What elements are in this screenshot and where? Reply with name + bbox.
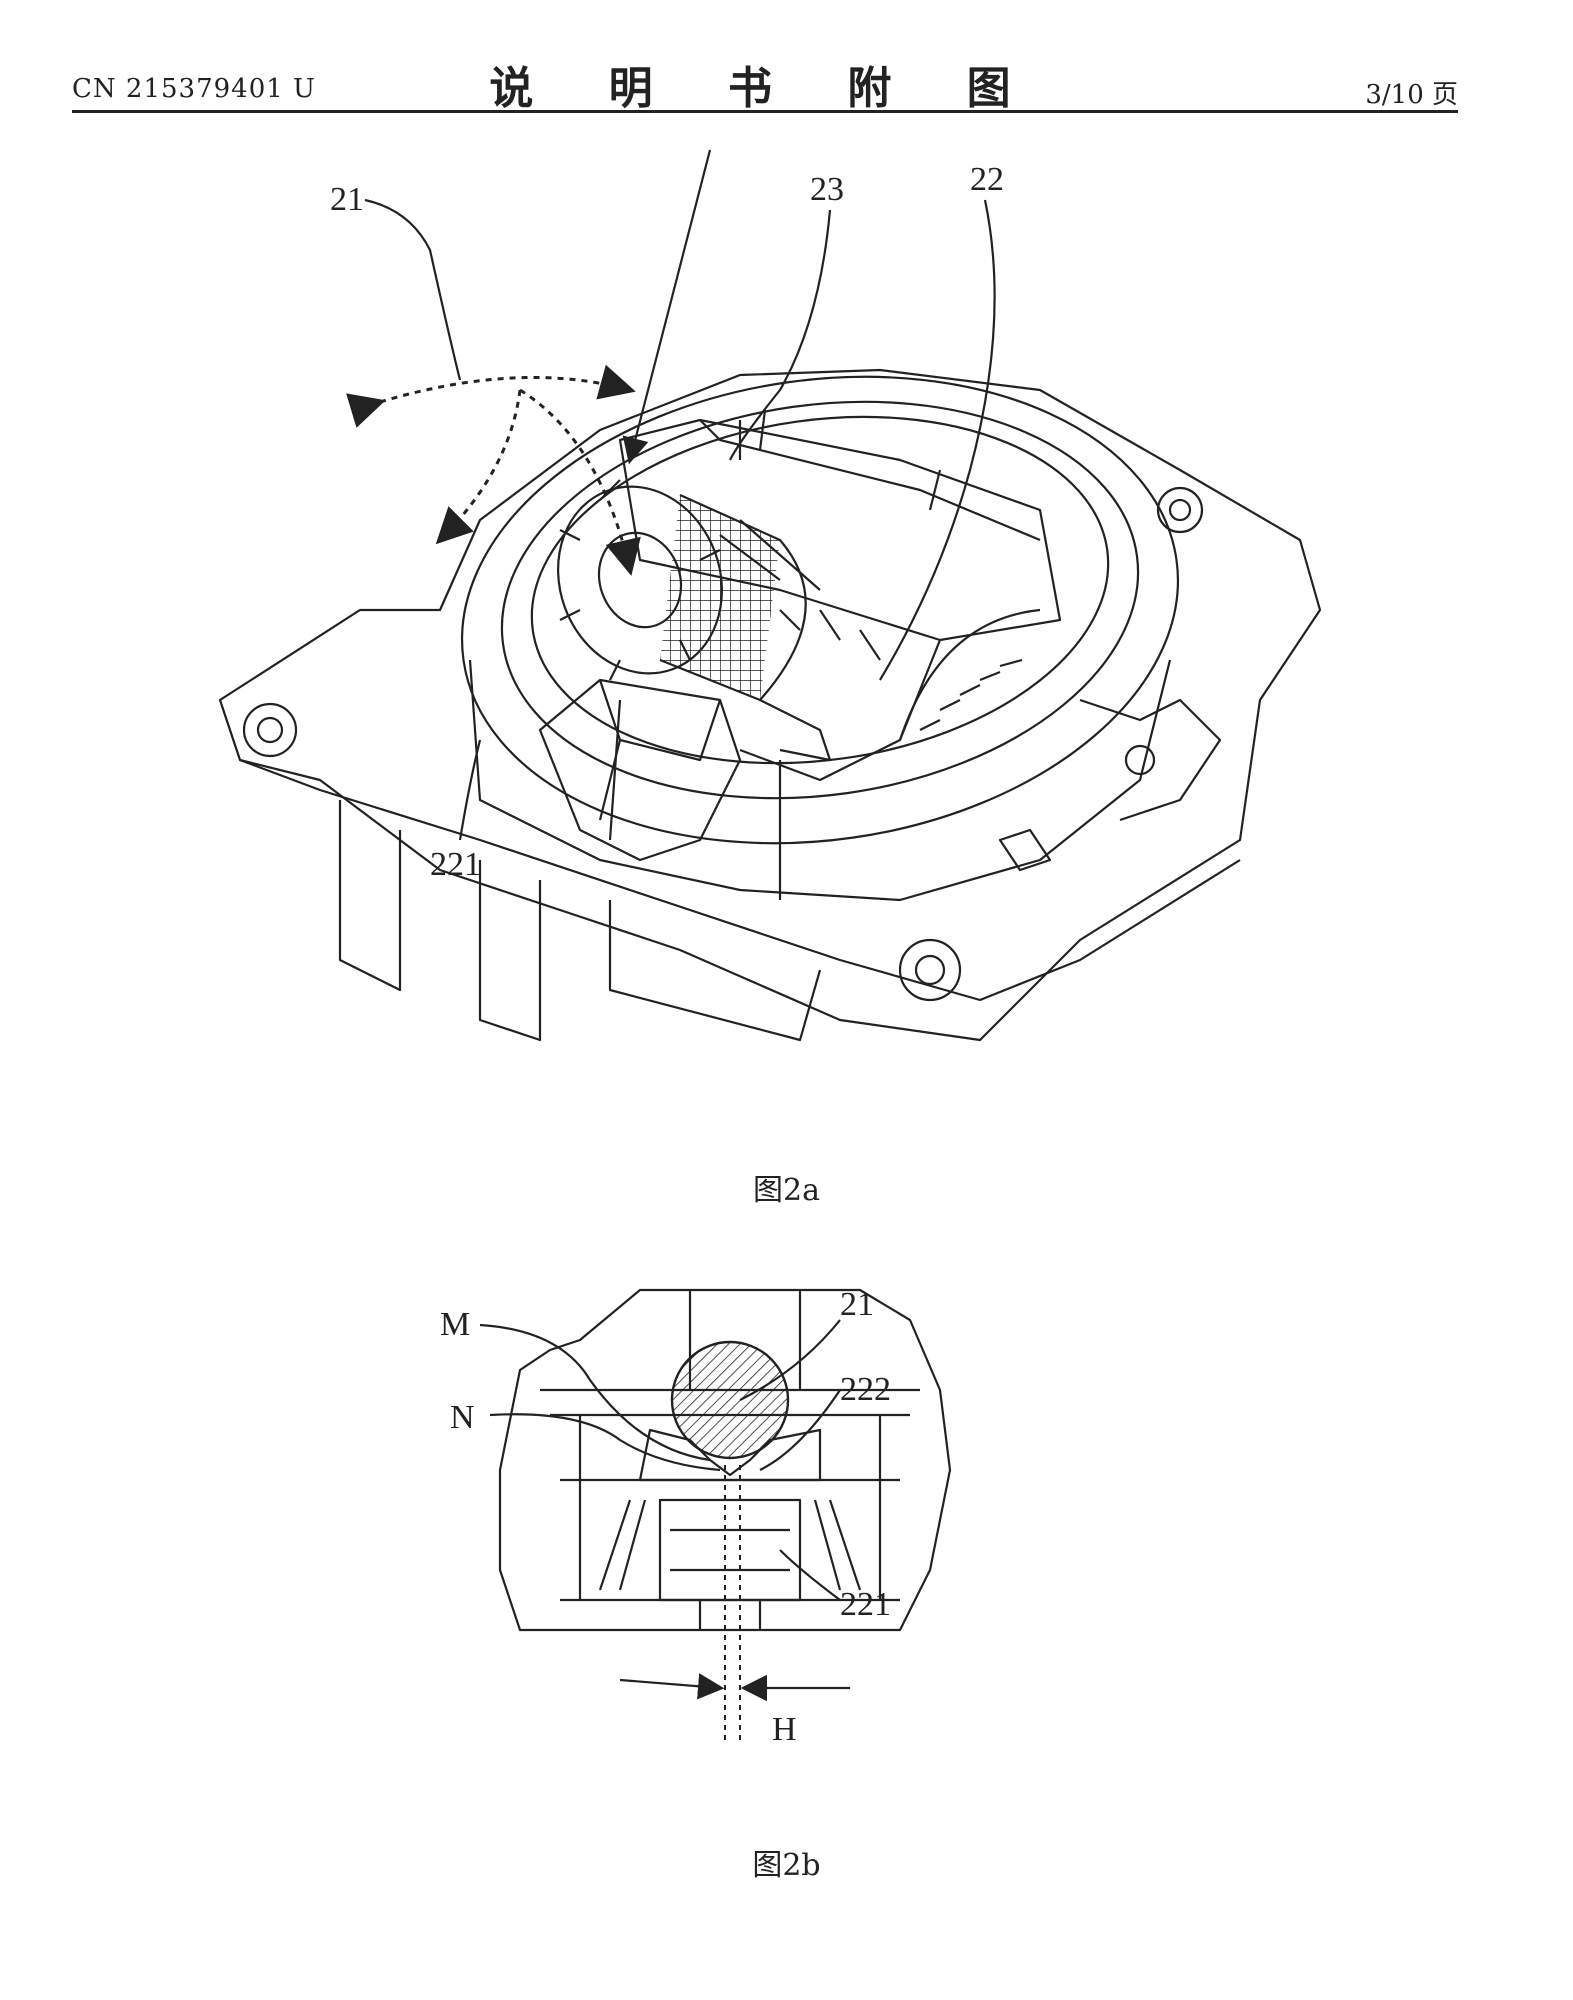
slider-body (658, 1498, 802, 1602)
header-rule (72, 110, 1458, 113)
label-H: H (772, 1711, 797, 1748)
figure-2a-drawing: A 21 23 22 221 (218, 140, 1322, 1042)
mount-hole-bottom (898, 938, 962, 1002)
label-N: N (450, 1399, 475, 1436)
document-number: CN 215379401 U (72, 74, 316, 104)
label-21-b: 21 (840, 1286, 874, 1323)
figure-2b-caption: 图2b (752, 1848, 821, 1883)
ring-housing-outer (460, 375, 1180, 845)
slider (538, 678, 742, 862)
roller-body (659, 493, 807, 702)
page-header: CN 215379401 U 说 明 书 附 图 3/10 页 (72, 50, 1458, 114)
mount-hole-left (242, 702, 298, 758)
label-23: 23 (810, 171, 844, 208)
mount-hole-right (1156, 486, 1204, 534)
page-number: 3/10 页 (1365, 80, 1458, 110)
label-221: 221 (430, 846, 481, 883)
label-22: 22 (970, 161, 1004, 198)
label-222: 222 (840, 1371, 891, 1408)
figure-2a-caption: 图2a (753, 1173, 820, 1208)
base-plate (218, 368, 1322, 1042)
label-221-b: 221 (840, 1586, 891, 1623)
roller-section (670, 1340, 790, 1460)
page-title: 说 明 书 附 图 (489, 63, 1041, 114)
label-21: 21 (330, 181, 364, 218)
label-A: A (694, 140, 719, 146)
housing-outline (498, 1288, 952, 1632)
label-M: M (440, 1306, 470, 1343)
figure-2b-drawing: M N 21 222 221 H (440, 1286, 952, 1748)
ring-housing-inner (500, 400, 1140, 800)
